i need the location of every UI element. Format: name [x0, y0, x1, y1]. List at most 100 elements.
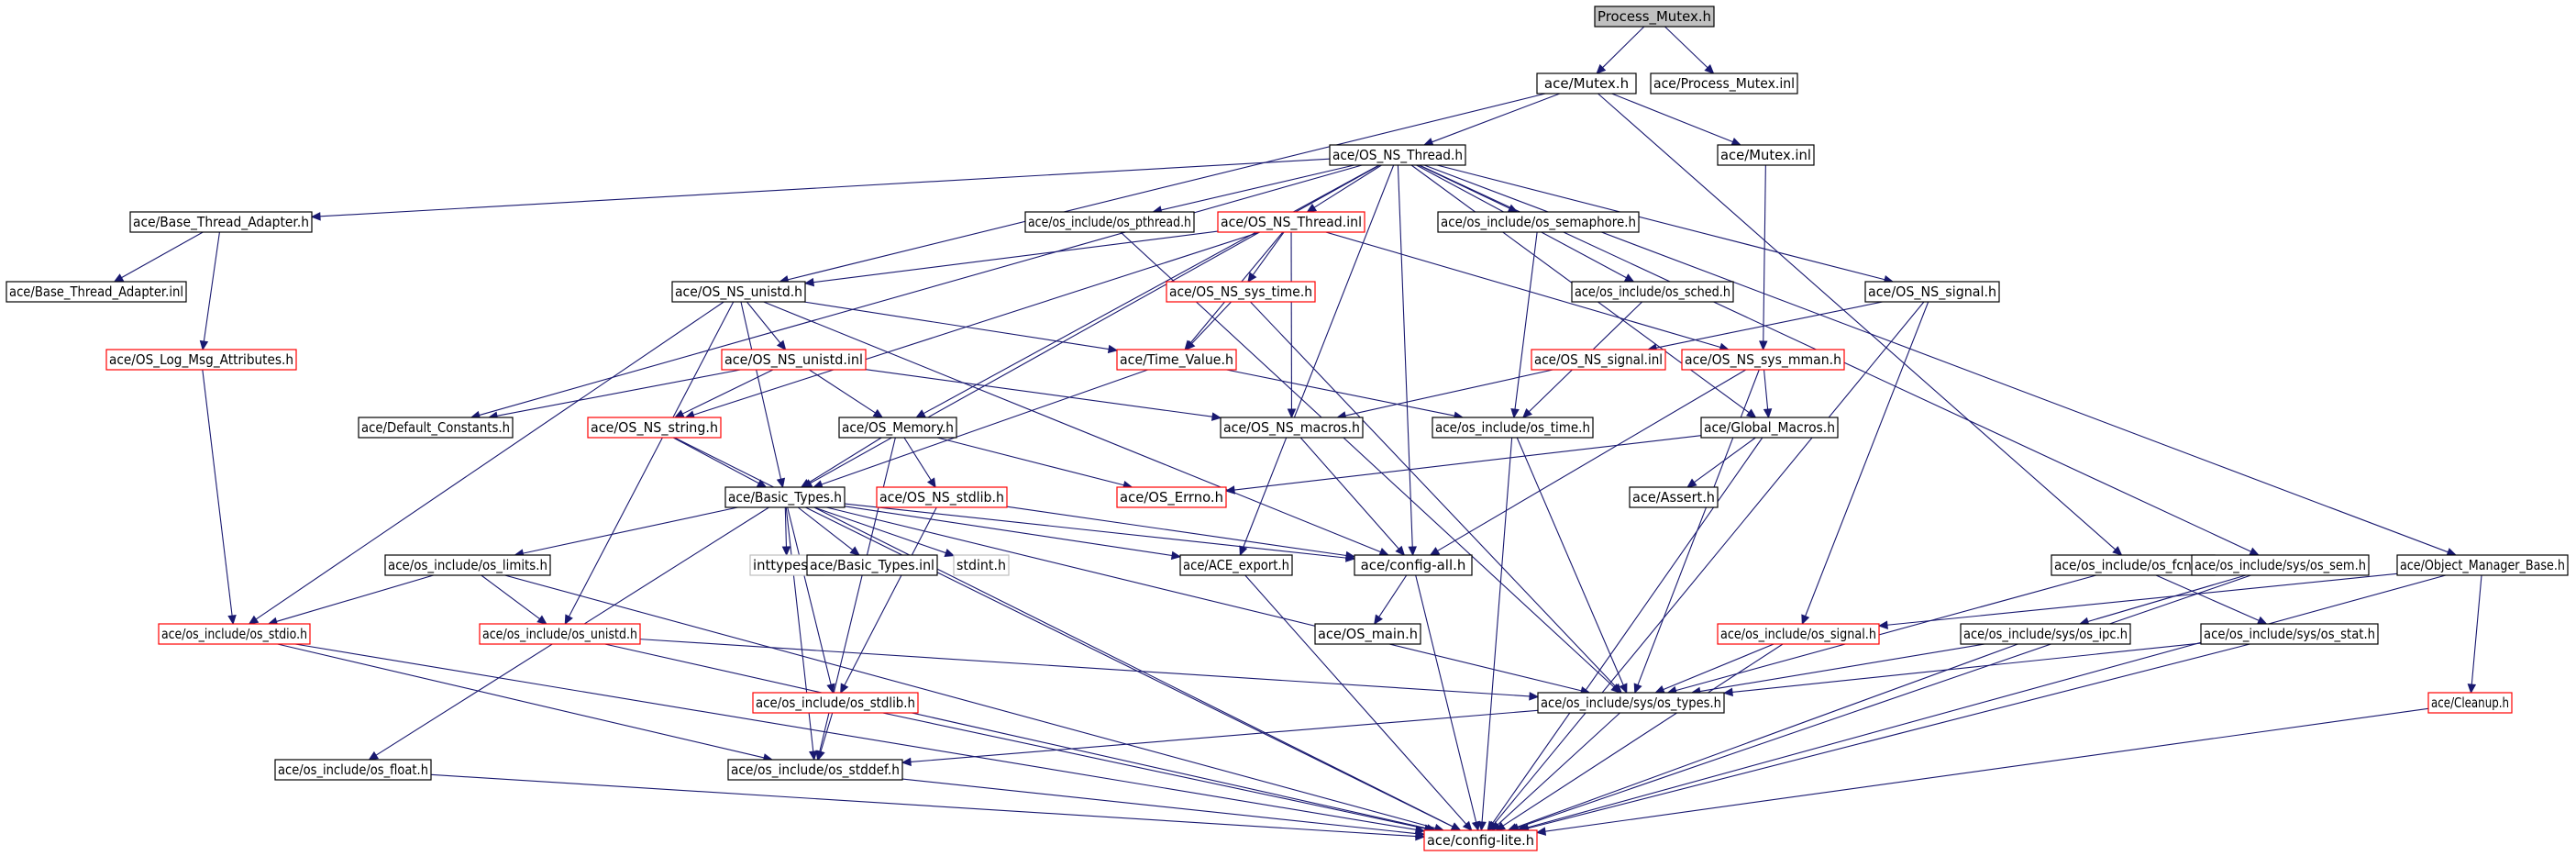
edge-line [1250, 301, 1617, 687]
node-os-ns-signal-inl[interactable]: ace/OS_NS_signal.inl [1531, 349, 1666, 371]
node-os-unistd-h[interactable]: ace/os_include/os_unistd.h [479, 623, 641, 645]
node-basic-types-h[interactable]: ace/Basic_Types.h [724, 486, 846, 508]
node-os-ns-signal-h[interactable]: ace/OS_NS_signal.h [1864, 281, 2000, 303]
edge-arrowhead [1722, 687, 1733, 697]
edge-arrowhead [1654, 684, 1665, 694]
node-label: ace/Default_Constants.h [361, 419, 510, 437]
edge-os_ns_thread_inl-to-os_ns_sys_time_h [1247, 231, 1285, 283]
node-os-log-msg-attributes-h[interactable]: ace/OS_Log_Msg_Attributes.h [105, 349, 297, 371]
edge-base_thread_adapter_h-to-os_log_msg_attributes_h [199, 231, 220, 351]
node-label: ace/OS_NS_string.h [591, 419, 718, 437]
edge-line [740, 301, 782, 480]
edge-os_memory_h-to-os_ns_stdlib_h [903, 437, 936, 489]
edge-mutex_h-to-os_fcntl_h [1598, 93, 2123, 556]
node-process-mutex-h[interactable]: Process_Mutex.h [1594, 6, 1715, 28]
edge-arrowhead [1759, 340, 1768, 351]
edge-line [1160, 164, 1354, 211]
node-os-ns-thread-inl[interactable]: ace/OS_NS_Thread.inl [1217, 211, 1365, 233]
node-os-signal-h[interactable]: ace/os_include/os_signal.h [1717, 623, 1880, 645]
node-os-semaphore-h[interactable]: ace/os_include/os_semaphore.h [1437, 211, 1640, 233]
edge-arrowhead [1730, 138, 1742, 146]
node-mutex-h[interactable]: ace/Mutex.h [1536, 72, 1637, 94]
edge-os_ns_sys_mman_h-to-global_macros_h [1763, 369, 1773, 419]
edge-line [2087, 574, 2247, 622]
node-object-manager-base-h[interactable]: ace/Object_Manager_Base.h [2396, 554, 2569, 576]
node-os-ns-sys-mman-h[interactable]: ace/OS_NS_sys_mman.h [1681, 349, 1845, 371]
node-ace-export-h[interactable]: ace/ACE_export.h [1179, 554, 1293, 576]
node-process-mutex-inl[interactable]: ace/Process_Mutex.inl [1650, 72, 1798, 94]
node-os-ns-macros-h[interactable]: ace/OS_NS_macros.h [1220, 417, 1364, 439]
node-os-types-h[interactable]: ace/os_include/sys/os_types.h [1537, 692, 1725, 714]
node-os-sched-h[interactable]: ace/os_include/os_sched.h [1571, 281, 1734, 303]
node-label: ace/OS_NS_unistd.inl [724, 351, 863, 369]
node-label: ace/Process_Mutex.inl [1653, 75, 1795, 93]
edge-line [1378, 574, 1408, 617]
node-os-stdio-h[interactable]: ace/os_include/os_stdio.h [158, 623, 311, 645]
edge-line [1663, 643, 1774, 691]
node-os-sem-h[interactable]: ace/os_include/sys/os_sem.h [2191, 554, 2370, 576]
edge-basic_types_h-to-os_stddef_h [785, 506, 818, 762]
node-config-all-h[interactable]: ace/config-all.h [1354, 554, 1473, 576]
node-os-ipc-h[interactable]: ace/os_include/sys/os_ipc.h [1960, 623, 2131, 645]
edge-line [1120, 231, 1615, 688]
node-os-ns-unistd-h[interactable]: ace/OS_NS_unistd.h [671, 281, 806, 303]
node-default-constants-h[interactable]: ace/Default_Constants.h [358, 417, 514, 439]
node-basic-types-inl[interactable]: ace/Basic_Types.inl [806, 554, 938, 576]
edge-os_limits_h-to-os_unistd_h [481, 574, 547, 625]
node-os-main-h[interactable]: ace/OS_main.h [1314, 623, 1421, 645]
node-os-stat-h[interactable]: ace/os_include/sys/os_stat.h [2200, 623, 2379, 645]
node-os-limits-h[interactable]: ace/os_include/os_limits.h [384, 554, 551, 576]
node-os-stddef-h[interactable]: ace/os_include/os_stddef.h [727, 759, 903, 781]
node-label: ace/Basic_Types.h [728, 489, 842, 506]
edge-arrowhead [1487, 820, 1497, 832]
node-mutex-inl[interactable]: ace/Mutex.inl [1717, 144, 1815, 166]
edge-line [1325, 231, 1721, 349]
edge-arrowhead [1510, 407, 1520, 419]
edge-process_mutex_h-to-mutex_h [1596, 26, 1645, 74]
node-base-thread-adapter-h[interactable]: ace/Base_Thread_Adapter.h [129, 211, 313, 233]
header-nodes: Process_Mutex.h ace/Mutex.h ace/Process_Mu… [6, 6, 2569, 851]
edge-process_mutex_h-to-process_mutex_inl [1664, 26, 1715, 74]
node-global-macros-h[interactable]: ace/Global_Macros.h [1700, 417, 1839, 439]
edge-arrowhead [1623, 273, 1635, 283]
edge-line [1502, 643, 1784, 827]
edge-arrowhead [1471, 820, 1481, 832]
node-os-stdlib-h[interactable]: ace/os_include/os_stdlib.h [752, 692, 919, 714]
node-time-value-h[interactable]: ace/Time_Value.h [1116, 349, 1237, 371]
edge-line [1805, 301, 1929, 617]
node-os-float-h[interactable]: ace/os_include/os_float.h [274, 759, 432, 781]
edge-os_log_msg_attributes_h-to-os_stdio_h [202, 369, 237, 626]
node-os-fcntl-h[interactable]: ace/os_include/os_fcntl.h [2051, 554, 2216, 576]
node-os-time-h[interactable]: ace/os_include/os_time.h [1432, 417, 1594, 439]
node-box [1314, 623, 1421, 645]
edge-arrowhead [1211, 412, 1222, 421]
edge-line [1544, 707, 2429, 832]
node-assert-h[interactable]: ace/Assert.h [1629, 486, 1719, 508]
node-os-ns-string-h[interactable]: ace/OS_NS_string.h [587, 417, 722, 439]
edge-arrowhead [803, 277, 815, 287]
edge-line [1415, 574, 1477, 823]
edge-os_ns_string_h-to-basic_types_h [672, 437, 768, 488]
edge-os_signal_h-to-config_lite_h [1495, 643, 1784, 831]
node-config-lite-h[interactable]: ace/config-lite.h [1423, 829, 1538, 851]
node-box [1960, 623, 2131, 645]
node-os-ns-unistd-inl[interactable]: ace/OS_NS_unistd.inl [721, 349, 867, 371]
node-os-errno-h[interactable]: ace/OS_Errno.h [1116, 486, 1227, 508]
edge-line [1694, 437, 1756, 484]
edge-cleanup_h-to-config_lite_h [1535, 707, 2429, 836]
edge-arrowhead [1596, 63, 1607, 74]
edge-line [1664, 26, 1708, 69]
node-os-ns-stdlib-h[interactable]: ace/OS_NS_stdlib.h [876, 486, 1008, 508]
node-box [1681, 349, 1845, 371]
node-cleanup-h[interactable]: ace/Cleanup.h [2427, 692, 2513, 714]
node-os-ns-sys-time-h[interactable]: ace/OS_NS_sys_time.h [1166, 281, 1316, 303]
edge-line [639, 639, 1531, 697]
node-os-pthread-h[interactable]: ace/os_include/os_pthread.h [1024, 211, 1195, 233]
node-box [1220, 417, 1364, 439]
edge-os_semaphore_h-to-os_time_h [1510, 231, 1538, 419]
edge-arrowhead [1287, 408, 1297, 419]
node-os-memory-h[interactable]: ace/OS_Memory.h [838, 417, 957, 439]
node-os-ns-thread-h[interactable]: ace/OS_NS_Thread.h [1329, 144, 1466, 166]
edge-basic_types_h-to-basic_types_inl [797, 506, 860, 556]
node-base-thread-adapter-inl[interactable]: ace/Base_Thread_Adapter.inl [6, 281, 187, 303]
